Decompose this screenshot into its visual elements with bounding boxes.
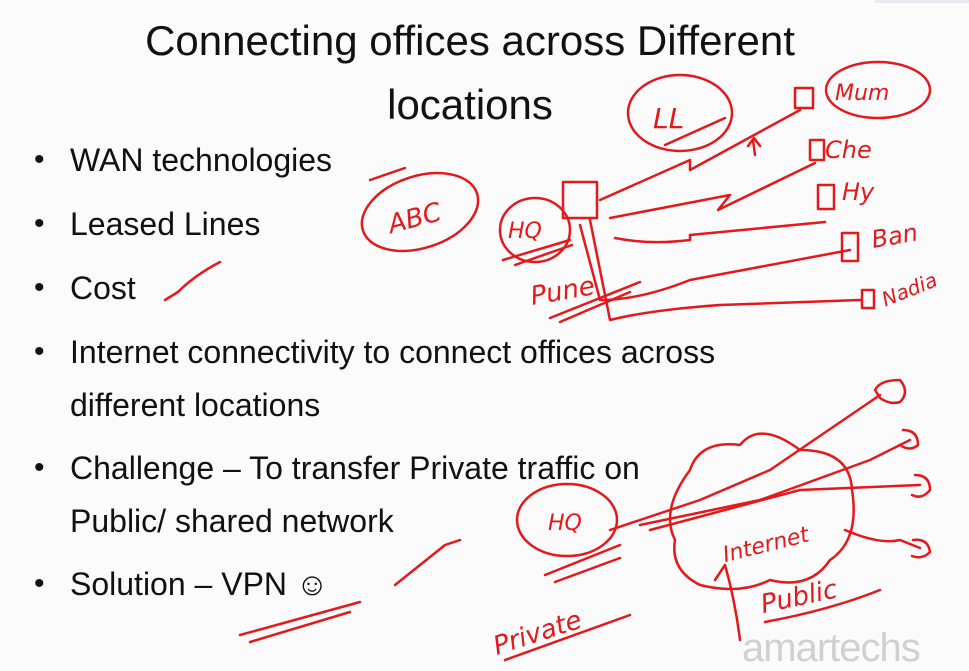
check-mark — [163, 260, 222, 302]
bullet-dot: • — [34, 207, 45, 240]
bullet-text-cont: Public/ shared network — [70, 503, 394, 539]
ll-circle — [626, 73, 734, 153]
abc-circle — [360, 171, 480, 253]
ll-label: LL — [653, 102, 684, 135]
bullet-text: Solution – VPN ☺ — [70, 566, 329, 602]
slide-title-line-1: Connecting offices across Different — [145, 17, 795, 64]
bullet-dot: • — [34, 143, 45, 176]
hq-router-box — [561, 180, 599, 220]
hq-label-top: HQ — [508, 219, 542, 244]
bullet-text: Leased Lines — [70, 206, 261, 242]
abc-label: ABC — [383, 197, 445, 241]
hq-circle-bottom — [515, 482, 619, 558]
branch-hy: Hy — [842, 178, 875, 206]
public-label: Public — [758, 575, 840, 620]
private-label: Private — [490, 605, 586, 662]
bullet-dot: • — [34, 451, 45, 484]
window-edge — [875, 0, 969, 3]
hq-label-bottom: HQ — [548, 511, 582, 536]
bullet-text: Cost — [70, 270, 136, 306]
bullet-dot: • — [34, 567, 45, 600]
mum-circle — [824, 60, 932, 120]
bullet-text-cont: different locations — [70, 387, 321, 423]
bullet-text: Internet connectivity to connect offices… — [70, 334, 716, 370]
branch-che: Che — [825, 136, 872, 164]
hq-circle — [498, 196, 572, 264]
branch-mum: Mum — [835, 81, 889, 106]
bullet-text: WAN technologies — [70, 142, 333, 178]
branch-ban: Ban — [869, 218, 920, 254]
bullet-text: Challenge – To transfer Private traffic … — [70, 450, 640, 486]
bullet-dot: • — [34, 335, 45, 368]
bullet-dot: • — [34, 271, 45, 304]
branch-nadia: Nadia — [878, 268, 941, 312]
internet-label: Internet — [720, 522, 813, 568]
slide-title-line-2: locations — [387, 81, 553, 128]
watermark: amartechs — [742, 626, 921, 670]
internet-cloud — [668, 432, 855, 591]
pune-label: Pune — [528, 271, 597, 312]
